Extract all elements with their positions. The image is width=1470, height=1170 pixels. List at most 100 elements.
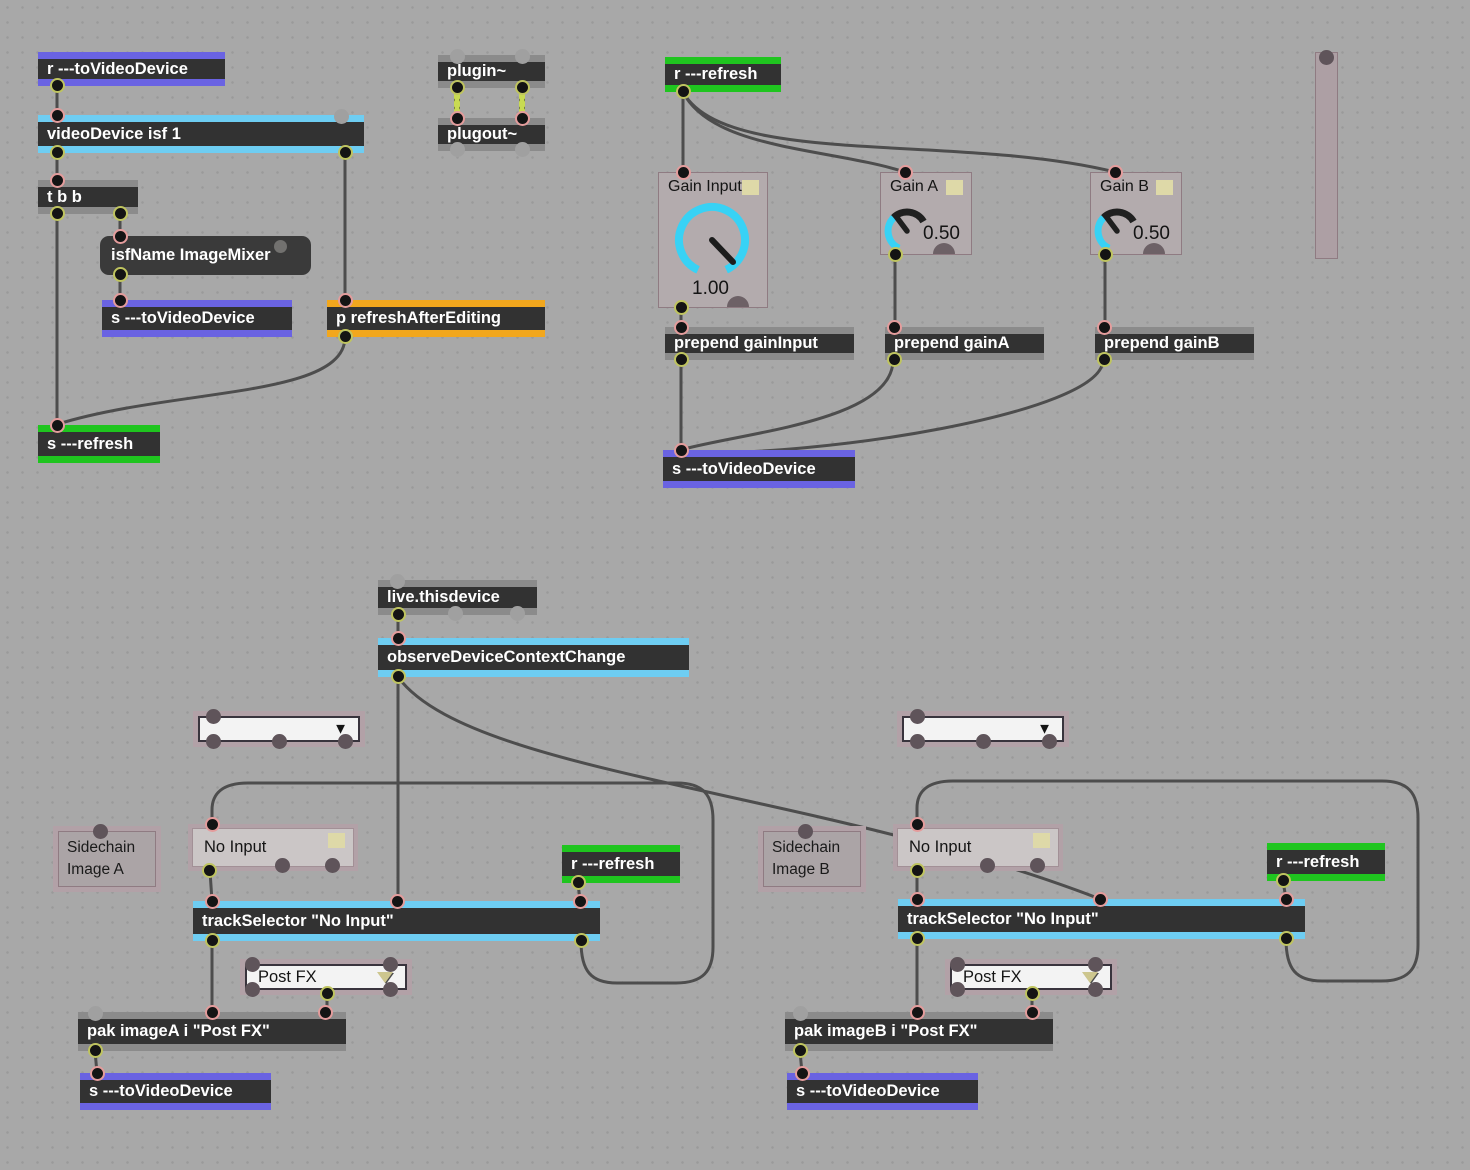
inlet-port[interactable] — [898, 165, 913, 180]
live-menu-no-input-a[interactable]: No Input — [188, 817, 358, 878]
inlet-port[interactable] — [950, 957, 965, 972]
umenu-post-fx-a[interactable]: Post FX — [240, 957, 412, 1001]
patch-cord[interactable] — [685, 358, 1105, 455]
outlet-port[interactable] — [515, 80, 530, 95]
live-dial-gain-a[interactable]: Gain A 0.50 — [880, 165, 972, 262]
outlet-port[interactable] — [450, 142, 465, 157]
object-box-pak-imageA[interactable]: pak imageA i "Post FX" — [78, 1005, 346, 1058]
outlet-port[interactable] — [1097, 352, 1112, 367]
outlet-port[interactable] — [113, 206, 128, 221]
outlet-port[interactable] — [1025, 986, 1040, 1001]
inlet-port[interactable] — [910, 1005, 925, 1020]
outlet-port[interactable] — [910, 734, 925, 749]
inlet-port[interactable] — [1088, 957, 1103, 972]
outlet-port[interactable] — [50, 78, 65, 93]
dial-knob[interactable] — [1091, 189, 1181, 253]
outlet-port[interactable] — [88, 1043, 103, 1058]
receive-box-toVideoDevice[interactable]: r ---toVideoDevice — [38, 52, 225, 93]
inlet-port[interactable] — [318, 1005, 333, 1020]
send-box-refresh[interactable]: s ---refresh — [38, 418, 160, 463]
object-box-live-thisdevice[interactable]: live.thisdevice — [378, 574, 537, 622]
object-box-trackSelector-a[interactable]: trackSelector "No Input" — [193, 894, 600, 948]
object-box-prepend-gainB[interactable]: prepend gainB — [1095, 320, 1254, 367]
subpatcher-box-refreshAfterEditing[interactable]: p refreshAfterEditing — [327, 293, 545, 344]
inlet-port[interactable] — [383, 957, 398, 972]
dial-knob[interactable] — [659, 197, 767, 283]
object-box-plugout[interactable]: plugout~ — [438, 111, 545, 157]
outlet-port[interactable] — [272, 734, 287, 749]
inlet-port[interactable] — [88, 1006, 103, 1021]
outlet-port[interactable] — [245, 982, 260, 997]
inlet-port[interactable] — [910, 817, 925, 832]
inlet-port[interactable] — [334, 109, 349, 124]
inlet-port[interactable] — [674, 443, 689, 458]
receive-box-refresh-a[interactable]: r ---refresh — [562, 845, 680, 890]
send-box-toVideoDevice-mid[interactable]: s ---toVideoDevice — [663, 443, 855, 488]
outlet-port[interactable] — [574, 933, 589, 948]
outlet-port[interactable] — [888, 247, 903, 262]
outlet-port[interactable] — [383, 982, 398, 997]
inlet-port[interactable] — [676, 165, 691, 180]
inlet-port[interactable] — [1093, 892, 1108, 907]
comment-sidechain-image-b[interactable]: Sidechain Image B — [758, 824, 866, 892]
umenu-dropdown-left[interactable]: ▼ — [193, 709, 365, 749]
outlet-port[interactable] — [674, 300, 689, 315]
outlet-port[interactable] — [793, 1043, 808, 1058]
inlet-port[interactable] — [90, 1066, 105, 1081]
patch-cord[interactable] — [210, 781, 715, 985]
send-box-toVideoDevice-b[interactable]: s ---toVideoDevice — [787, 1066, 978, 1110]
outlet-port[interactable] — [571, 875, 586, 890]
patch-cord[interactable] — [56, 335, 347, 426]
inlet-port[interactable] — [1108, 165, 1123, 180]
inlet-port[interactable] — [450, 111, 465, 126]
inlet-port[interactable] — [450, 49, 465, 64]
inlet-port[interactable] — [1279, 892, 1294, 907]
outlet-port[interactable] — [338, 329, 353, 344]
outlet-port[interactable] — [391, 669, 406, 684]
comment-sidechain-image-a[interactable]: Sidechain Image A — [53, 824, 161, 892]
outlet-port[interactable] — [338, 145, 353, 160]
inlet-port[interactable] — [206, 709, 221, 724]
patch-cord[interactable] — [915, 779, 1420, 983]
inlet-port[interactable] — [338, 293, 353, 308]
patch-cord[interactable] — [681, 90, 1117, 174]
inlet-port[interactable] — [390, 894, 405, 909]
outlet-port[interactable] — [205, 933, 220, 948]
inlet-port[interactable] — [795, 1066, 810, 1081]
inlet-port[interactable] — [1025, 1005, 1040, 1020]
outlet-port[interactable] — [515, 142, 530, 157]
outlet-port[interactable] — [887, 352, 902, 367]
inlet-port[interactable] — [674, 320, 689, 335]
outlet-port[interactable] — [275, 858, 290, 873]
dial-knob[interactable] — [881, 189, 971, 253]
outlet-port[interactable] — [325, 858, 340, 873]
outlet-port[interactable] — [1042, 734, 1057, 749]
live-menu-no-input-b[interactable]: No Input — [893, 817, 1063, 878]
object-box-trigger[interactable]: t b b — [38, 173, 138, 221]
inlet-port[interactable] — [113, 229, 128, 244]
object-box-prepend-gainA[interactable]: prepend gainA — [885, 320, 1044, 367]
inlet-port[interactable] — [887, 320, 902, 335]
outlet-port[interactable] — [510, 606, 525, 621]
live-dial-gain-input[interactable]: Gain Input 1.00 — [658, 165, 768, 315]
send-box-toVideoDevice-a[interactable]: s ---toVideoDevice — [80, 1066, 271, 1110]
patch-cord[interactable] — [681, 90, 907, 174]
inlet-port[interactable] — [515, 49, 530, 64]
outlet-port[interactable] — [910, 863, 925, 878]
outlet-port[interactable] — [910, 931, 925, 946]
outlet-port[interactable] — [450, 80, 465, 95]
object-box-observeDeviceContextChange[interactable]: observeDeviceContextChange — [378, 631, 689, 684]
outlet-port[interactable] — [1030, 858, 1045, 873]
receive-box-refresh-b[interactable]: r ---refresh — [1267, 843, 1385, 888]
inlet-port[interactable] — [1319, 50, 1334, 65]
outlet-port[interactable] — [674, 352, 689, 367]
outlet-port[interactable] — [676, 84, 691, 99]
inlet-port[interactable] — [205, 817, 220, 832]
inlet-port[interactable] — [573, 894, 588, 909]
inlet-port[interactable] — [50, 108, 65, 123]
inlet-port[interactable] — [910, 892, 925, 907]
umenu-post-fx-b[interactable]: Post FX — [945, 957, 1117, 1001]
inlet-port[interactable] — [391, 631, 406, 646]
outlet-port[interactable] — [1279, 931, 1294, 946]
